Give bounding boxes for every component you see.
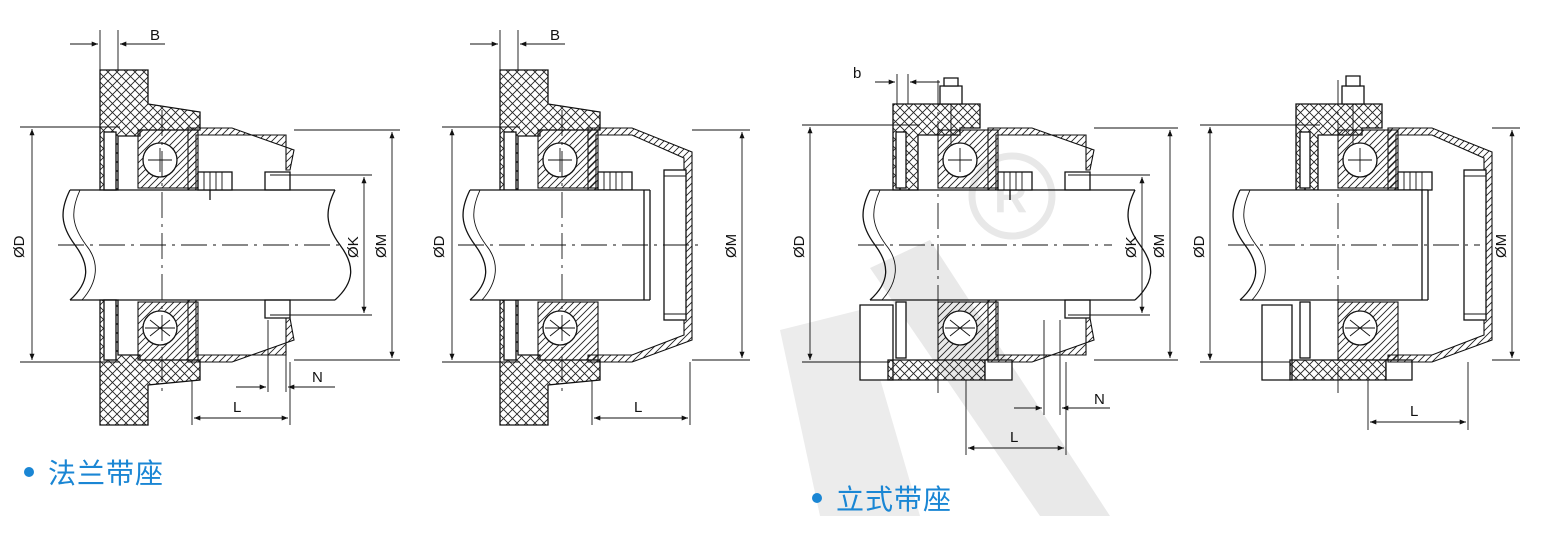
caption-pillow: 立式带座 — [812, 478, 952, 518]
label-d-2: ØD — [431, 235, 448, 258]
caption-flange: 法兰带座 — [24, 452, 164, 492]
label-b-1: B — [150, 27, 160, 44]
drawing-flange-closed — [442, 30, 750, 426]
drawing-flange-seal — [20, 30, 400, 426]
label-l-4: L — [1410, 403, 1418, 420]
bullet-dot-icon — [24, 467, 34, 477]
label-m-4: ØM — [1493, 234, 1510, 258]
label-l-2: L — [634, 399, 642, 416]
label-d-1: ØD — [11, 235, 28, 258]
label-d-4: ØD — [1191, 235, 1208, 258]
label-l-1: L — [233, 399, 241, 416]
label-n-1: N — [312, 369, 323, 386]
label-l-3: L — [1010, 429, 1018, 446]
label-m-1: ØM — [373, 234, 390, 258]
label-k-1: ØK — [345, 236, 362, 258]
caption-flange-text: 法兰带座 — [48, 457, 165, 490]
drawing-pillow-closed — [1200, 75, 1520, 430]
bullet-dot-icon — [812, 493, 822, 503]
label-m-3: ØM — [1151, 234, 1168, 258]
label-b-2: B — [550, 27, 560, 44]
label-n-3: N — [1094, 391, 1105, 408]
label-d-3: ØD — [791, 235, 808, 258]
label-k-3: ØK — [1123, 236, 1140, 258]
caption-pillow-text: 立式带座 — [836, 483, 953, 516]
label-b-small: b — [853, 65, 861, 82]
drawing-pillow-seal — [802, 74, 1178, 455]
label-m-2: ØM — [723, 234, 740, 258]
